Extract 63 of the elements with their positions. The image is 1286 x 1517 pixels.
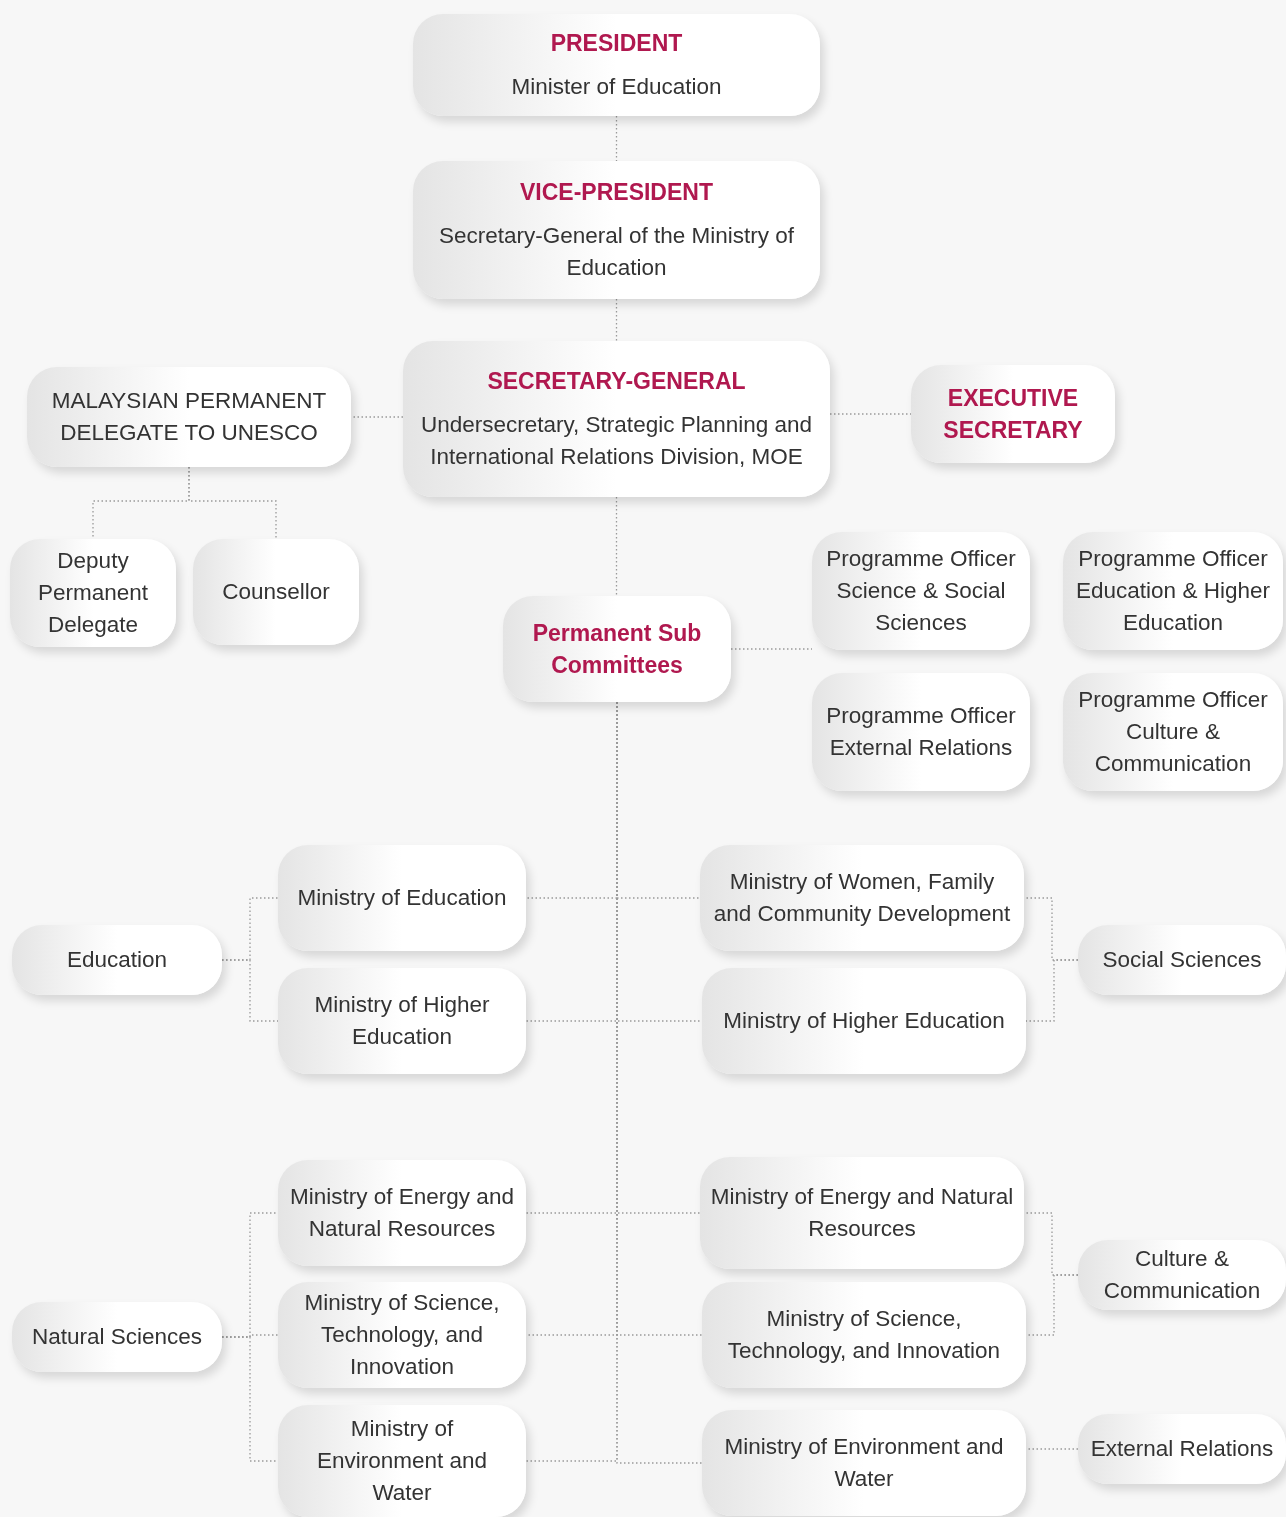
connector-line <box>730 648 813 650</box>
org-chart-box <box>812 532 1030 650</box>
org-chart-box <box>12 1302 222 1372</box>
role-text: Programme Officer External Relations <box>825 702 1017 762</box>
role-text: Programme Officer Science & Social Sciences <box>825 545 1017 637</box>
role-text: Programme Officer Education & Higher Education <box>1075 545 1271 637</box>
role-title: PRESIDENT <box>550 29 683 58</box>
role-text: External Relations <box>1090 1435 1274 1463</box>
role-text: Social Sciences <box>1102 946 1262 974</box>
role-text: Counsellor <box>222 578 330 606</box>
role-title: Permanent Sub Committees <box>531 619 703 680</box>
org-chart-box <box>702 1282 1026 1388</box>
org-chart-box <box>413 161 820 299</box>
org-chart-box <box>278 968 526 1074</box>
org-chart-box <box>403 341 830 497</box>
role-text: Culture & Communication <box>1102 1245 1262 1305</box>
role-text: Ministry of Higher Education <box>313 991 491 1051</box>
role-title: SECRETARY-GENERAL <box>487 367 746 396</box>
role-text: Ministry of Education <box>297 884 507 912</box>
org-chart-box <box>27 367 351 467</box>
role-text: Ministry of Women, Family and Community Development <box>712 868 1012 928</box>
role-text: Ministry of Environment and Water <box>315 1415 489 1507</box>
org-chart-box <box>702 1410 1026 1516</box>
connector-line <box>615 115 618 162</box>
role-text: Undersecretary, Strategic Planning and International Relations Division, MOE <box>419 411 814 471</box>
org-chart-box <box>702 968 1026 1074</box>
role-title: EXECUTIVE SECRETARY <box>942 384 1084 445</box>
org-chart-box <box>700 845 1024 951</box>
role-text: Deputy Permanent Delegate <box>36 547 150 639</box>
org-chart-box <box>1063 532 1283 650</box>
org-chart-box <box>1078 925 1286 995</box>
org-chart-box <box>193 539 359 645</box>
role-text: MALAYSIAN PERMANENT DELEGATE TO UNESCO <box>50 387 328 447</box>
org-chart-box <box>1078 1240 1286 1310</box>
org-chart-box <box>1063 673 1283 791</box>
role-text: Programme Officer Culture & Communication <box>1077 686 1269 778</box>
org-chart-box <box>278 1405 526 1517</box>
role-text: Natural Sciences <box>31 1323 203 1351</box>
connector-line <box>615 496 618 597</box>
org-chart-box <box>278 1160 526 1266</box>
connector-line <box>615 298 618 342</box>
role-text: Secretary-General of the Ministry of Education <box>437 222 796 282</box>
connector-line <box>221 1336 279 1462</box>
org-chart-box <box>503 596 731 702</box>
role-text: Ministry of Science, Technology, and Innovation <box>726 1305 1002 1365</box>
org-chart-box <box>700 1157 1024 1269</box>
connector-line <box>188 466 277 540</box>
org-chart-box <box>1078 1414 1286 1484</box>
org-chart-box <box>10 539 176 647</box>
org-chart-box <box>12 925 222 995</box>
org-chart-box <box>812 673 1030 791</box>
role-text: Minister of Education <box>511 73 722 101</box>
org-chart-box <box>911 365 1115 463</box>
role-title: VICE-PRESIDENT <box>520 178 713 207</box>
org-chart-box <box>278 845 526 951</box>
role-text: Ministry of Higher Education <box>723 1007 1005 1035</box>
role-text: Education <box>66 946 168 974</box>
role-text: Ministry of Environment and Water <box>723 1433 1005 1493</box>
role-text: Ministry of Energy and Natural Resources <box>709 1183 1015 1243</box>
role-text: Ministry of Science, Technology, and Innovation <box>303 1289 501 1381</box>
org-chart-box <box>413 14 820 116</box>
org-chart-box <box>278 1282 526 1388</box>
role-text: Ministry of Energy and Natural Resources <box>289 1183 515 1243</box>
